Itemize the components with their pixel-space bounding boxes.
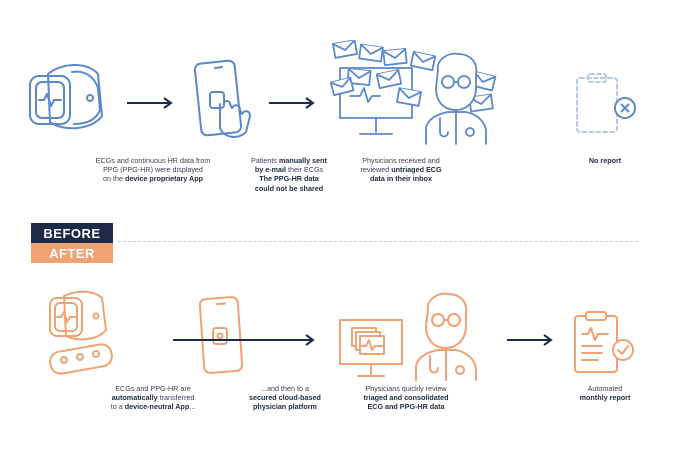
before-label: BEFORE: [31, 223, 113, 243]
smartwatch-icon: [29, 64, 103, 130]
arrow-right-icon: [127, 97, 173, 109]
before-step1-caption: ECGs and continuous HR data from PPG (PP…: [95, 156, 211, 184]
phone-cloud-icon: [198, 296, 244, 374]
missing-report-icon: [576, 73, 636, 133]
after-step3-caption: Physicians quickly review triaged and co…: [363, 384, 449, 412]
section-divider: [118, 241, 638, 242]
watch-and-patch-icon: [49, 290, 113, 375]
before-step4-caption: No report: [588, 156, 622, 165]
phone-touch-icon: [193, 59, 251, 138]
arrow-right-icon: [269, 97, 315, 109]
after-step1-caption: ECGs and PPG-HR are automatically transf…: [110, 384, 196, 412]
arrow-right-icon: [173, 334, 315, 346]
monitor-physician-icon: [339, 292, 477, 381]
before-step2-caption: Patients manually sent by e-mail their E…: [251, 156, 327, 193]
after-step4-caption: Automated monthly report: [579, 384, 631, 403]
arrow-right-icon: [507, 334, 553, 346]
after-label: AFTER: [31, 243, 113, 263]
clipboard-report-icon: [574, 311, 634, 373]
before-step3-caption: Physicians received and reviewed untriag…: [360, 156, 442, 184]
email-flood-physician-icon: [330, 40, 497, 145]
after-step2-caption: ...and then to a secured cloud-based phy…: [249, 384, 321, 412]
